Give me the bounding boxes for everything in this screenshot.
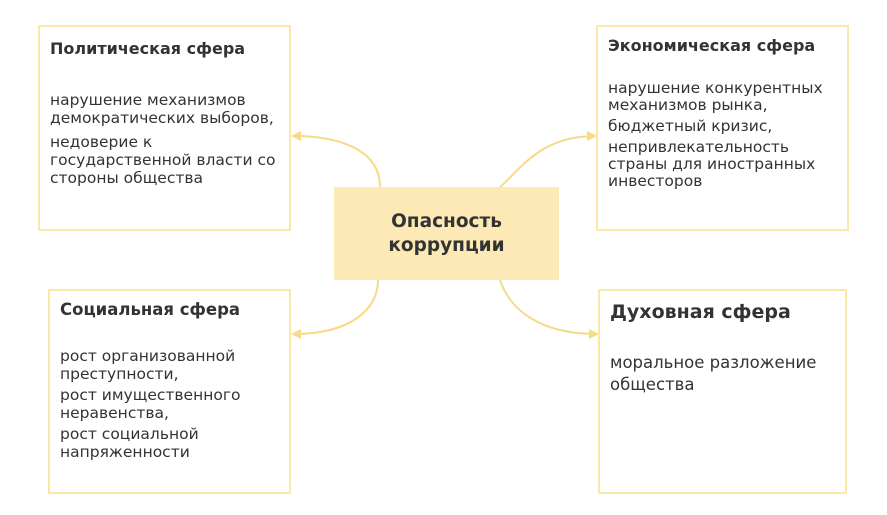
political-sphere-title: Политическая сфера <box>50 39 246 58</box>
social-sphere-items: рост организованной преступности, рост и… <box>60 347 279 461</box>
political-sphere-items: нарушение механизмов демократических выб… <box>50 91 279 187</box>
social-sphere-item: рост социальной напряженности <box>60 425 199 461</box>
political-sphere-box: Политическая сфера нарушение механизмов … <box>38 25 291 231</box>
connector-political <box>291 131 381 188</box>
economic-sphere-item: нарушение конкурентных механизмов рынка, <box>608 79 823 114</box>
economic-sphere-box: Экономическая сфера нарушение конкурентн… <box>596 25 849 231</box>
economic-sphere-item: бюджетный кризис, <box>608 117 773 135</box>
center-title: Опасность коррупции <box>388 210 505 256</box>
economic-sphere-title: Экономическая сфера <box>608 36 816 55</box>
center-node: Опасность коррупции <box>334 187 559 280</box>
social-sphere-title: Социальная сфера <box>60 300 241 319</box>
spiritual-sphere-box: Духовная сфера моральное разложение обще… <box>598 289 847 494</box>
connector-social <box>291 279 379 339</box>
social-sphere-box: Социальная сфера рост организованной пре… <box>48 289 291 494</box>
economic-sphere-items: нарушение конкурентных механизмов рынка,… <box>608 80 837 190</box>
political-sphere-item: недоверие к государственной власти со ст… <box>50 133 276 187</box>
spiritual-sphere-item: моральное разложение общества <box>610 353 817 394</box>
spiritual-sphere-title: Духовная сфера <box>610 301 791 323</box>
connector-economic <box>499 131 597 188</box>
political-sphere-item: нарушение механизмов демократических выб… <box>50 91 274 127</box>
connector-spiritual <box>499 279 599 339</box>
spiritual-sphere-items: моральное разложение общества <box>610 352 835 396</box>
economic-sphere-item: непривлекательность страны для иностранн… <box>608 138 816 190</box>
social-sphere-item: рост имущественного неравенства, <box>60 386 241 422</box>
social-sphere-item: рост организованной преступности, <box>60 347 236 383</box>
